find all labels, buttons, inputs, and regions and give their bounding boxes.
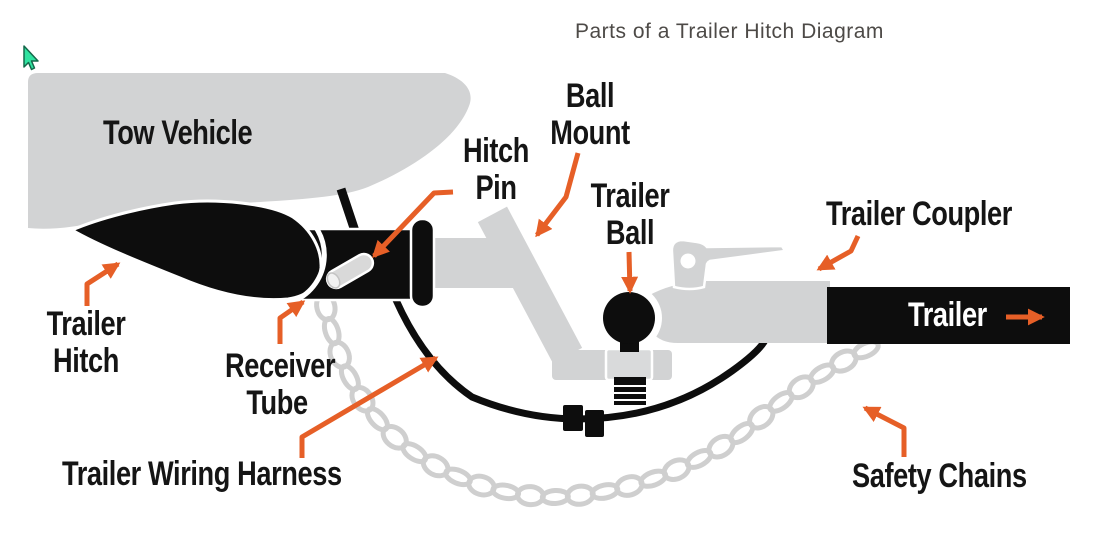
pointer-arrow-safety-chains [862, 405, 907, 457]
pointer-arrow-hitch-pin [372, 189, 454, 259]
harness-connector [585, 410, 604, 437]
trailer-coupler-shape [646, 238, 830, 343]
latch-hole [680, 253, 696, 269]
pointer-arrows [84, 152, 1045, 458]
label-trailer-ball: Trailer Ball [590, 177, 670, 253]
label-trailer-wiring-harness: Trailer Wiring Harness [62, 455, 342, 493]
pointer-arrow-wiring-harness [299, 355, 439, 458]
harness-connector [563, 405, 583, 431]
label-trailer-coupler: Trailer Coupler [826, 195, 1012, 233]
trailer-hitch-shape [68, 199, 327, 304]
label-safety-chains: Safety Chains [852, 457, 1027, 495]
mouse-cursor-icon [23, 45, 39, 71]
pointer-arrow-trailer-ball [621, 251, 639, 294]
label-receiver-tube: Receiver Tube [225, 347, 336, 423]
label-ball-mount: Ball Mount [550, 77, 630, 153]
tow-vehicle-shape [28, 73, 471, 229]
pointer-arrow-trailer-coupler [816, 234, 861, 272]
trailer-ball-shape [596, 285, 662, 405]
pointer-arrow-trailer-hitch [84, 261, 121, 306]
label-tow-vehicle: Tow Vehicle [103, 114, 253, 152]
hitch-strut [336, 187, 360, 233]
pointer-arrow-receiver-tube [277, 299, 306, 344]
label-trailer-hitch: Trailer Hitch [46, 305, 126, 381]
label-trailer: Trailer [908, 296, 987, 334]
label-hitch-pin: Hitch Pin [463, 132, 529, 208]
safety-chain [314, 291, 881, 508]
page-title: Parts of a Trailer Hitch Diagram [575, 20, 884, 43]
wiring-harness-cable [392, 296, 768, 437]
pointer-arrow-ball-mount [535, 152, 581, 238]
